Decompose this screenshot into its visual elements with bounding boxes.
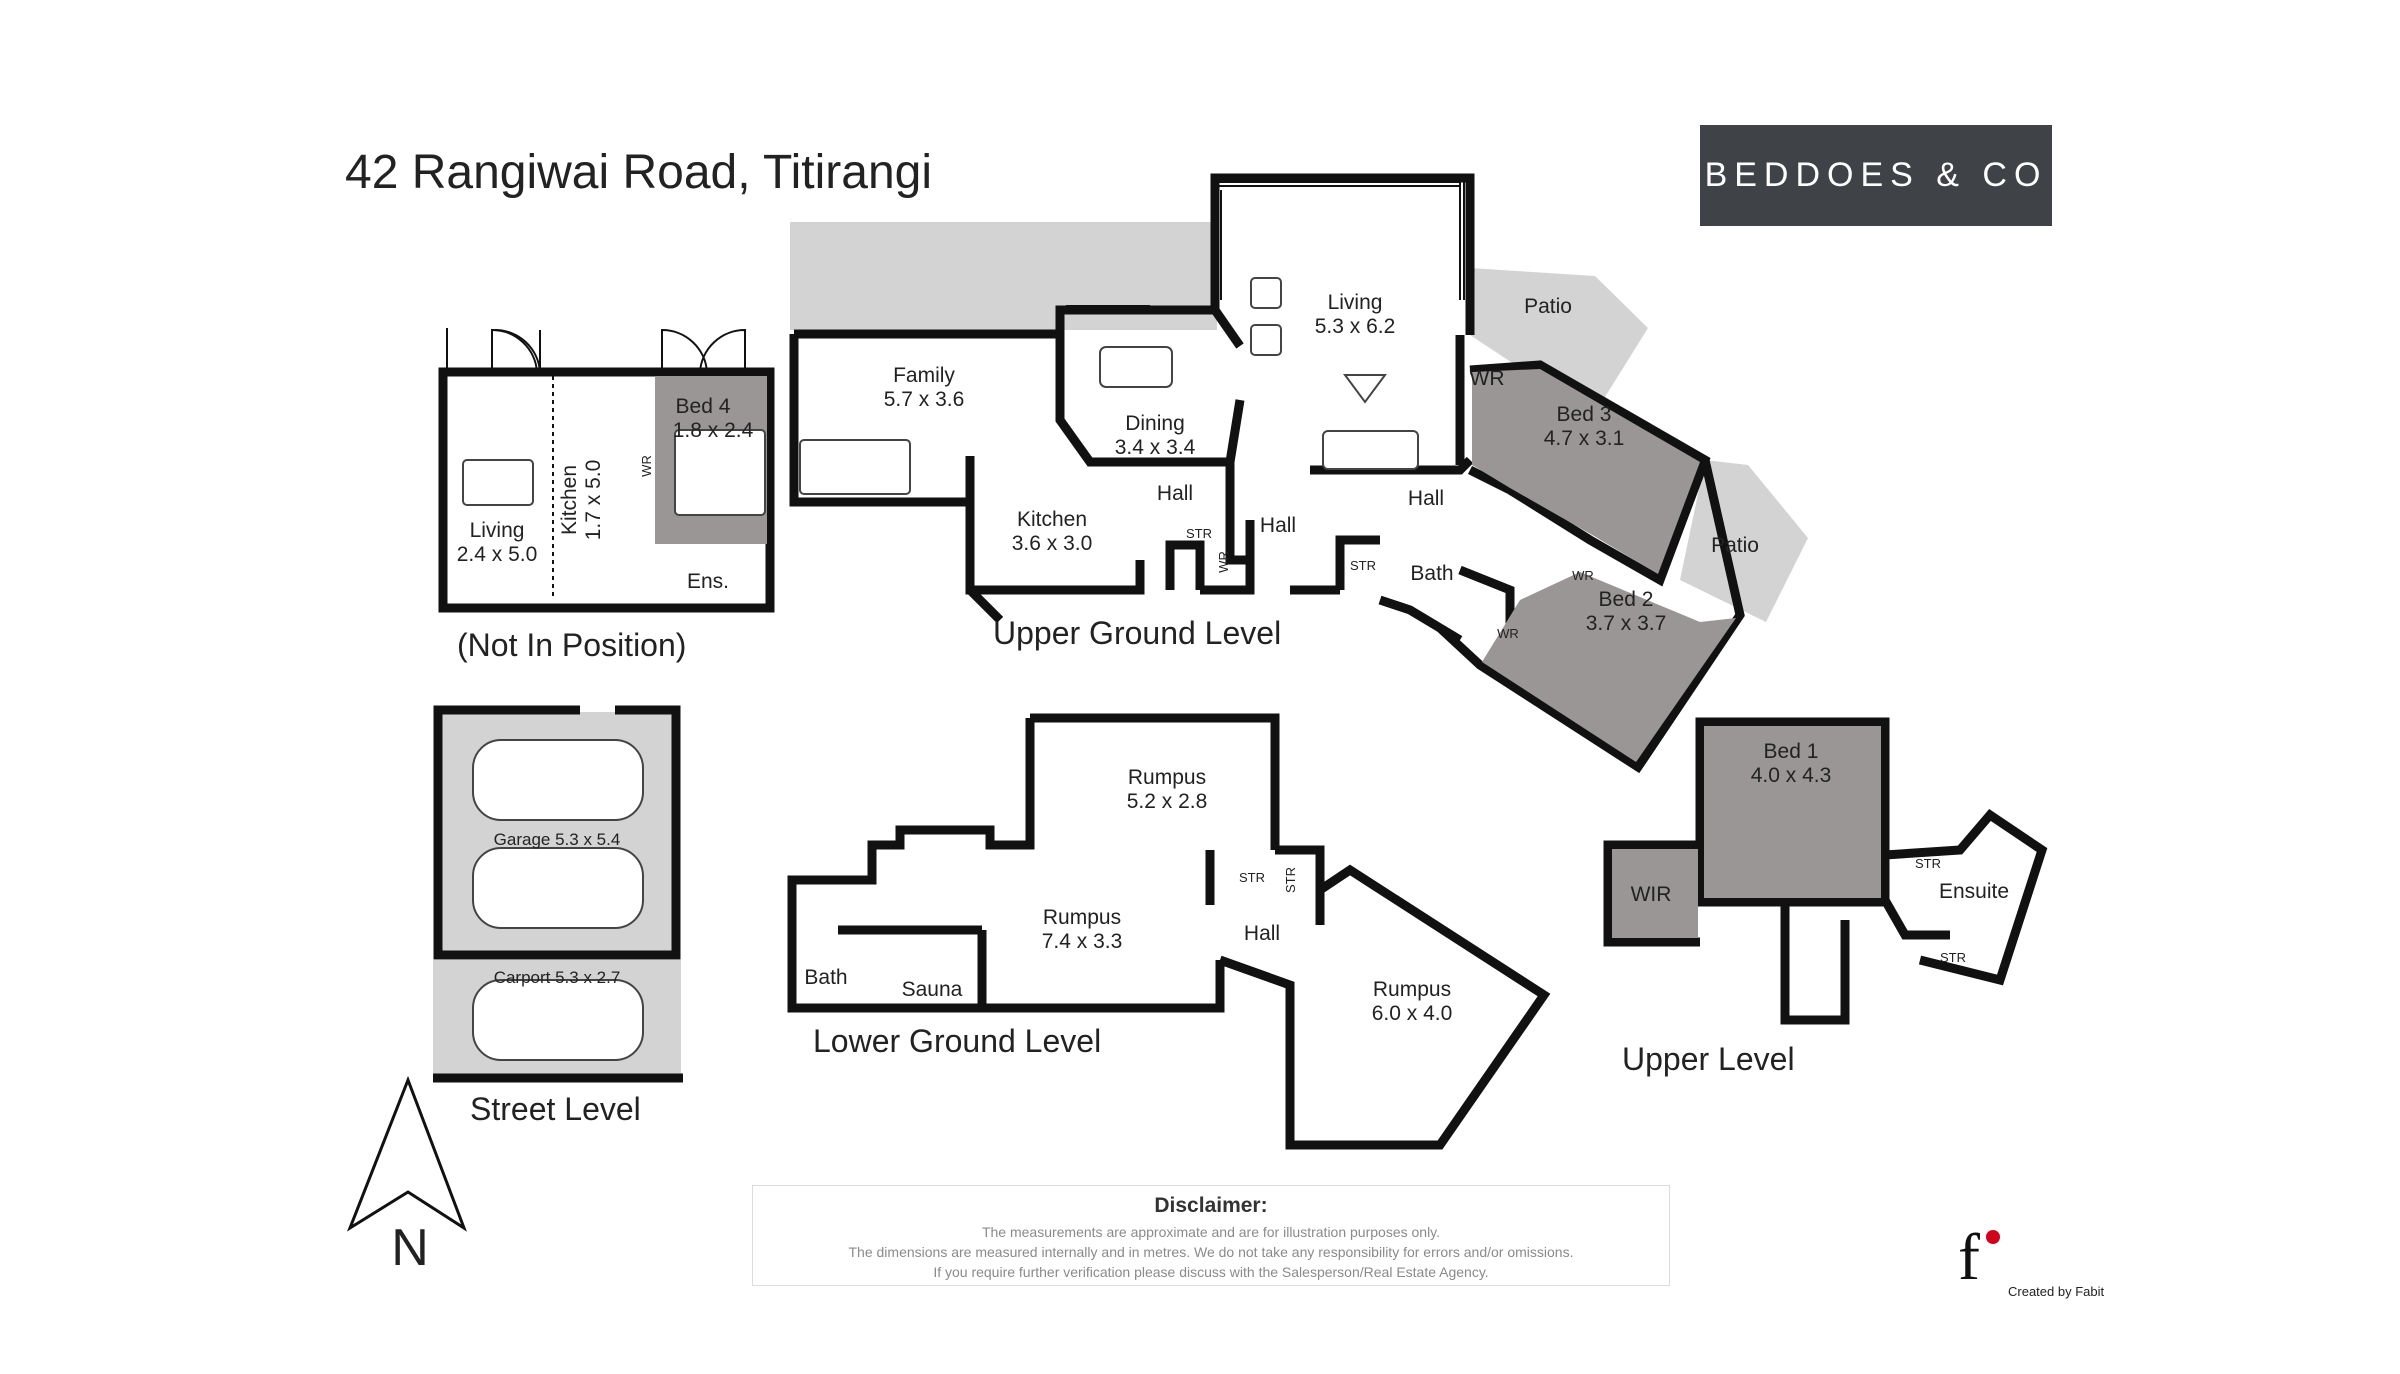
hall-label-lower: Hall xyxy=(1244,922,1280,945)
ensuite-label: Ensuite xyxy=(1939,880,2009,903)
patio-area-upper xyxy=(1470,268,1648,405)
upper-level-walls xyxy=(1603,717,2048,1025)
rumpus3-dim: 6.0 x 4.0 xyxy=(1372,1002,1453,1025)
disclaimer-line-1: The measurements are approximate and are… xyxy=(981,1224,1441,1240)
furniture xyxy=(462,277,1419,516)
wir-area xyxy=(1612,849,1698,938)
kitchen-annex-dim: 1.7 x 5.0 xyxy=(582,460,605,541)
patio-label-lower: Patio xyxy=(1711,534,1759,557)
rumpus3-name: Rumpus xyxy=(1373,978,1451,1001)
living-annex-name: Living xyxy=(470,519,525,542)
kitchen-annex-name: Kitchen xyxy=(558,465,581,535)
kitchen-main-dim: 3.6 x 3.0 xyxy=(1012,532,1093,555)
cars xyxy=(472,739,644,1061)
wr-label-bed2b: WR xyxy=(1497,626,1519,641)
lower-ground-walls xyxy=(787,713,1551,1150)
str-label-lower-1: STR xyxy=(1239,870,1265,885)
hall-label-3: Hall xyxy=(1408,487,1444,510)
small-labels: Patio Patio WR WR WR WR WR Hall Hall Hal… xyxy=(639,295,2009,1001)
family-name: Family xyxy=(893,364,955,387)
annex-walls xyxy=(438,367,775,613)
compass: N xyxy=(346,1075,468,1277)
disclaimer-box: Disclaimer: The measurements are approxi… xyxy=(752,1185,1670,1286)
hall-label-2: Hall xyxy=(1260,514,1296,537)
fabit-logo: f Created by Fabit xyxy=(1958,1222,2118,1302)
level-street: Street Level xyxy=(470,1091,641,1127)
rumpus2-name: Rumpus xyxy=(1043,906,1121,929)
wir-label: WIR xyxy=(1631,883,1672,906)
bed3-dim: 4.7 x 3.1 xyxy=(1544,427,1625,450)
ens-label: Ens. xyxy=(687,570,729,593)
wr-label-annex: WR xyxy=(639,455,654,477)
wr-label-hall: WR xyxy=(1216,551,1231,573)
living-main-name: Living xyxy=(1328,291,1383,314)
level-upper-ground: Upper Ground Level xyxy=(993,615,1281,651)
dining-dim: 3.4 x 3.4 xyxy=(1115,436,1196,459)
bed1-name: Bed 1 xyxy=(1764,740,1819,763)
living-annex-dim: 2.4 x 5.0 xyxy=(457,543,538,566)
family-dim: 5.7 x 3.6 xyxy=(884,388,965,411)
north-arrow-icon xyxy=(346,1075,468,1232)
bed1-dim: 4.0 x 4.3 xyxy=(1751,764,1832,787)
dining-name: Dining xyxy=(1125,412,1185,435)
rumpus1-name: Rumpus xyxy=(1128,766,1206,789)
disclaimer-line-2: The dimensions are measured internally a… xyxy=(848,1244,1574,1260)
room-labels: Family 5.7 x 3.6 Living 5.3 x 6.2 Dining… xyxy=(457,291,1832,1025)
hall-label-1: Hall xyxy=(1157,482,1193,505)
disclaimer-line-3: If you require further verification plea… xyxy=(933,1264,1489,1280)
annex-doors xyxy=(446,328,746,600)
fabit-logo-letter: f xyxy=(1958,1221,1980,1294)
level-lower-ground: Lower Ground Level xyxy=(813,1023,1101,1059)
bed4-name: Bed 4 xyxy=(676,395,731,418)
level-labels: Upper Ground Level Lower Ground Level Up… xyxy=(457,615,1795,1127)
patio-label-upper: Patio xyxy=(1524,295,1572,318)
windows-upper-ground xyxy=(1066,180,1465,307)
bed2-name: Bed 2 xyxy=(1599,588,1654,611)
fabit-credit: Created by Fabit xyxy=(2008,1284,2105,1299)
bed1-area xyxy=(1704,726,1881,898)
north-label: N xyxy=(391,1219,429,1277)
wr-label-bed3: WR xyxy=(1470,367,1505,390)
bed2-dim: 3.7 x 3.7 xyxy=(1586,612,1667,635)
bath-label-upper: Bath xyxy=(1410,562,1453,585)
sauna-label: Sauna xyxy=(902,978,963,1001)
bed2-area xyxy=(1482,572,1736,762)
str-label-upper-1: STR xyxy=(1915,856,1941,871)
str-label-1: STR xyxy=(1186,526,1212,541)
rumpus2-dim: 7.4 x 3.3 xyxy=(1042,930,1123,953)
living-main-dim: 5.3 x 6.2 xyxy=(1315,315,1396,338)
street-walls xyxy=(433,705,683,1083)
bath-label-lower: Bath xyxy=(804,966,847,989)
carport-label: Carport 5.3 x 2.7 xyxy=(494,968,621,987)
kitchen-main-name: Kitchen xyxy=(1017,508,1087,531)
bed3-name: Bed 3 xyxy=(1557,403,1612,426)
rumpus1-dim: 5.2 x 2.8 xyxy=(1127,790,1208,813)
bed4-dim: 1.8 x 2.4 xyxy=(673,419,754,442)
disclaimer-title: Disclaimer: xyxy=(1154,1194,1268,1217)
garage-label: Garage 5.3 x 5.4 xyxy=(494,830,621,849)
brand-logo: BEDDOES & CO xyxy=(1700,125,2052,226)
property-address: 42 Rangiwai Road, Titirangi xyxy=(345,146,932,199)
str-label-upper-2: STR xyxy=(1940,950,1966,965)
str-label-lower-2: STR xyxy=(1283,867,1298,893)
deck-area xyxy=(790,222,1217,330)
bed3-area xyxy=(1472,369,1700,574)
fabit-dot-icon xyxy=(1986,1230,2000,1244)
wr-label-bed2a: WR xyxy=(1572,568,1594,583)
str-label-2: STR xyxy=(1350,558,1376,573)
level-upper: Upper Level xyxy=(1622,1041,1795,1077)
annex-note: (Not In Position) xyxy=(457,627,686,663)
